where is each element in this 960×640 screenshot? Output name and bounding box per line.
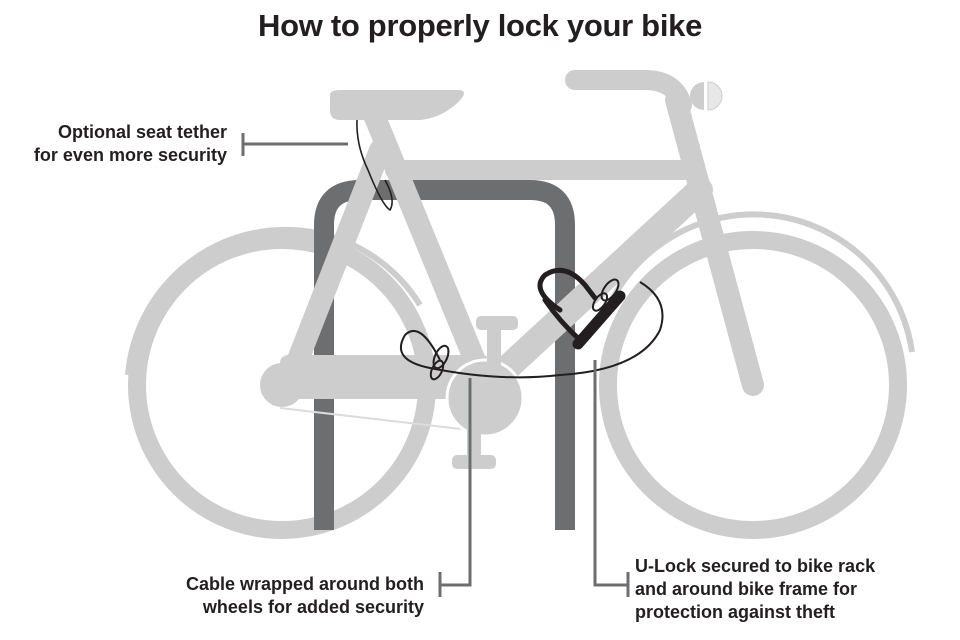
cable-line-2: wheels for added security [186,596,424,619]
u-lock-line-1: U-Lock secured to bike rack [635,555,875,578]
u-lock-line-2: and around bike frame for [635,578,875,601]
seat-tether-line-2: for even more security [34,144,227,167]
headlight [690,82,722,110]
u-lock-callout: U-Lock secured to bike rack and around b… [635,555,875,624]
seat-tether-line-1: Optional seat tether [34,121,227,144]
chain [280,408,470,430]
cable-line-1: Cable wrapped around both [186,573,424,596]
rear-hub [260,363,304,407]
page-title: How to properly lock your bike [0,8,960,44]
u-lock-line-3: protection against theft [635,601,875,624]
seat-tether-pointer [243,133,348,156]
bike-seat [330,90,464,120]
seat-tether-callout: Optional seat tether for even more secur… [34,121,227,167]
cable-callout: Cable wrapped around both wheels for add… [186,573,424,619]
